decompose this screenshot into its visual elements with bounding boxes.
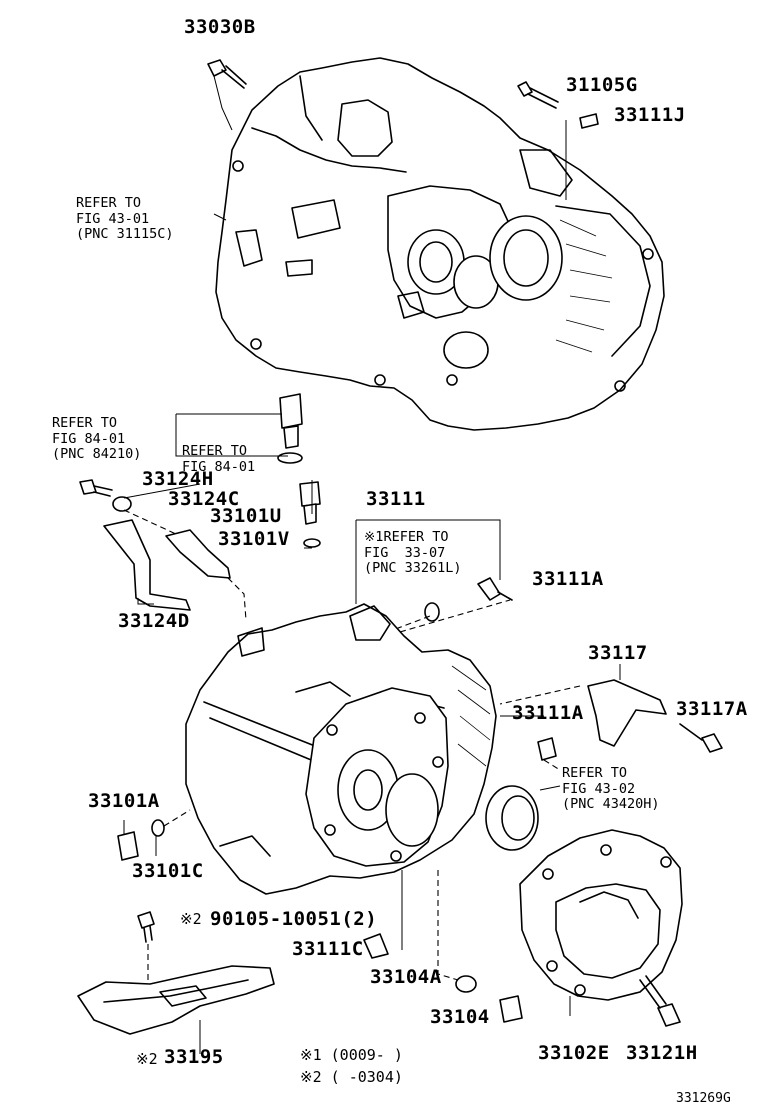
label-33101a[interactable]: 33101A [88,790,160,812]
refer-fig-84-01[interactable]: REFER TO FIG 84-01 [182,443,256,475]
plug-33111a-drawing [537,737,561,771]
label-33104[interactable]: 33104 [430,1006,490,1028]
refer-fig-43-01[interactable]: REFER TO FIG 43-01 (PNC 31115C) [76,195,174,243]
transmission-housing-drawing [215,57,665,431]
label-33124h[interactable]: 33124H [142,468,214,490]
shift-lever-assembly-drawing [79,479,247,621]
transaxle-case-drawing [185,603,497,895]
extension-housing-33102e-drawing [519,829,683,1016]
refer-fig-84-01-sensor[interactable]: REFER TO FIG 84-01 (PNC 84210) [52,415,142,463]
label-33104a[interactable]: 33104A [370,966,442,988]
plug-33104-drawing [437,870,523,1023]
label-33030b[interactable]: 33030B [184,16,256,38]
plug-33111c-drawing [363,870,403,959]
figure-id: 331269G [676,1091,731,1106]
pin-33111j-drawing [579,113,599,129]
label-33124c[interactable]: 33124C [168,488,240,510]
label-33101c[interactable]: 33101C [132,860,204,882]
footnote-2: ※2 ( -0304) [300,1068,403,1086]
label-31105g[interactable]: 31105G [566,74,638,96]
bolt-33121h-drawing [639,975,681,1027]
label-33124d[interactable]: 33124D [118,610,190,632]
refer-fig-43-02[interactable]: REFER TO FIG 43-02 (PNC 43420H) [562,765,660,813]
label-33111[interactable]: 33111 [366,488,426,510]
refer-fig-33-07[interactable]: ※1REFER TO FIG 33-07 (PNC 33261L) [364,529,462,577]
label-90105-10051[interactable]: 90105-10051(2) [210,908,378,930]
label-33121h[interactable]: 33121H [626,1042,698,1064]
oil-seal-and-plug-drawing [339,577,513,651]
label-33111a-top[interactable]: 33111A [532,568,604,590]
switch-33101u-drawing [299,481,321,548]
label-33111j[interactable]: 33111J [614,104,686,126]
label-33195[interactable]: 33195 [164,1046,224,1068]
label-mark-2-bolt: ※2 [180,910,202,928]
leader-ref1 [213,213,227,221]
label-33117[interactable]: 33117 [588,642,648,664]
bracket-33117-drawing [499,679,723,753]
cover-33195-drawing [77,965,275,1054]
label-33101v[interactable]: 33101V [218,528,290,550]
label-33101u[interactable]: 33101U [210,505,282,527]
bolt-33030b-drawing [207,59,247,131]
label-33111c[interactable]: 33111C [292,938,364,960]
label-33102e[interactable]: 33102E [538,1042,610,1064]
label-mark-2-cover: ※2 [136,1050,158,1068]
speed-sensor-drawing [175,393,303,464]
bolt-90105-drawing [137,911,155,990]
label-33117a[interactable]: 33117A [676,698,748,720]
footnote-1: ※1 (0009- ) [300,1046,403,1064]
leader-lines [123,480,621,856]
label-33111a-mid[interactable]: 33111A [512,702,584,724]
bolt-31105g-drawing [517,81,559,109]
drain-plug-drawing [117,809,191,861]
oil-seal-43420h-drawing [485,785,539,851]
